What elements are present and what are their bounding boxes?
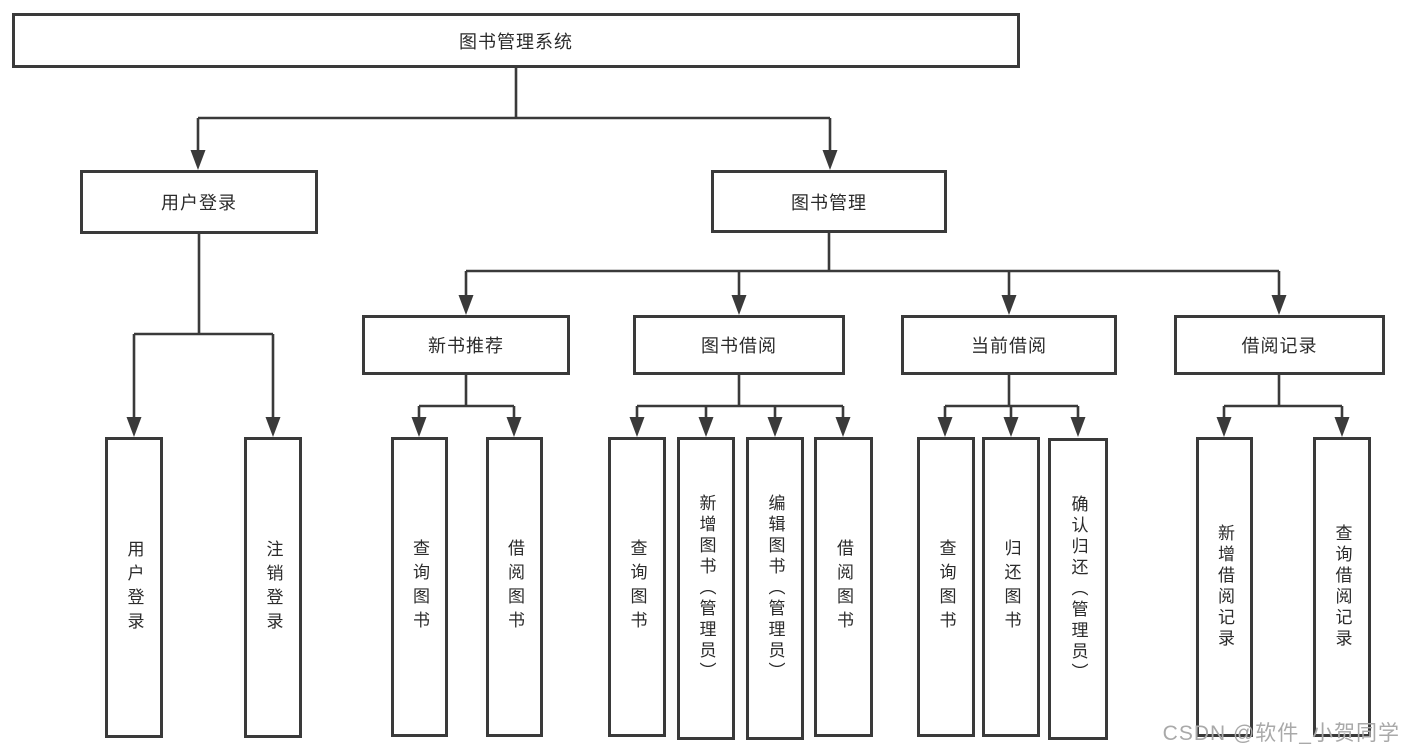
arrowhead-icon: [1271, 295, 1287, 315]
leaf-borrow-books-recommend: 借阅图书: [486, 437, 543, 737]
arrowhead-icon: [1334, 417, 1350, 437]
node-book-management: 图书管理: [711, 170, 947, 233]
arrowhead-icon: [1070, 417, 1086, 437]
arrowhead-icon: [458, 295, 474, 315]
connector-book-management-to-level3: [464, 233, 1281, 297]
arrowhead-icon: [1001, 295, 1017, 315]
leaf-query-books-borrow: 查询图书: [608, 437, 666, 737]
arrowhead-icon: [126, 417, 142, 437]
leaf-user-login: 用户登录: [105, 437, 163, 738]
node-borrow-records: 借阅记录: [1174, 315, 1385, 375]
arrowhead-icon: [190, 150, 206, 170]
node-current-borrow: 当前借阅: [901, 315, 1117, 375]
connector-borrow-records-to-leaves: [1222, 375, 1344, 419]
leaf-add-book-admin: 新增图书（管理员）: [677, 437, 735, 740]
arrowheads: [126, 150, 1350, 437]
arrowhead-icon: [698, 417, 714, 437]
arrowhead-icon: [767, 417, 783, 437]
leaf-logout: 注销登录: [244, 437, 302, 738]
arrowhead-icon: [629, 417, 645, 437]
leaf-query-books-recommend: 查询图书: [391, 437, 448, 737]
leaf-return-books: 归还图书: [982, 437, 1040, 737]
connector-new-book-recommend-to-leaves: [417, 375, 516, 419]
arrowhead-icon: [506, 417, 522, 437]
arrowhead-icon: [937, 417, 953, 437]
arrowhead-icon: [1003, 417, 1019, 437]
leaf-query-books-current: 查询图书: [917, 437, 975, 737]
arrowhead-icon: [731, 295, 747, 315]
csdn-watermark: CSDN @软件_小贺同学: [1162, 722, 1400, 745]
node-new-book-recommend: 新书推荐: [362, 315, 570, 375]
connector-book-borrow-to-leaves: [635, 375, 845, 419]
node-book-borrow: 图书借阅: [633, 315, 845, 375]
arrowhead-icon: [265, 417, 281, 437]
arrowhead-icon: [835, 417, 851, 437]
leaf-borrow-books: 借阅图书: [814, 437, 873, 737]
leaf-query-borrow-record: 查询借阅记录: [1313, 437, 1371, 737]
arrowhead-icon: [1216, 417, 1232, 437]
node-library-management-system: 图书管理系统: [12, 13, 1020, 68]
connector-current-borrow-to-leaves: [943, 375, 1080, 419]
leaf-add-borrow-record: 新增借阅记录: [1196, 437, 1253, 737]
connector-root-to-level2: [196, 68, 832, 152]
arrowhead-icon: [411, 417, 427, 437]
connector-user-login-to-leaves: [132, 234, 275, 419]
leaf-confirm-return-admin: 确认归还（管理员）: [1048, 438, 1108, 740]
node-user-login: 用户登录: [80, 170, 318, 234]
arrowhead-icon: [822, 150, 838, 170]
leaf-edit-book-admin: 编辑图书（管理员）: [746, 437, 804, 740]
